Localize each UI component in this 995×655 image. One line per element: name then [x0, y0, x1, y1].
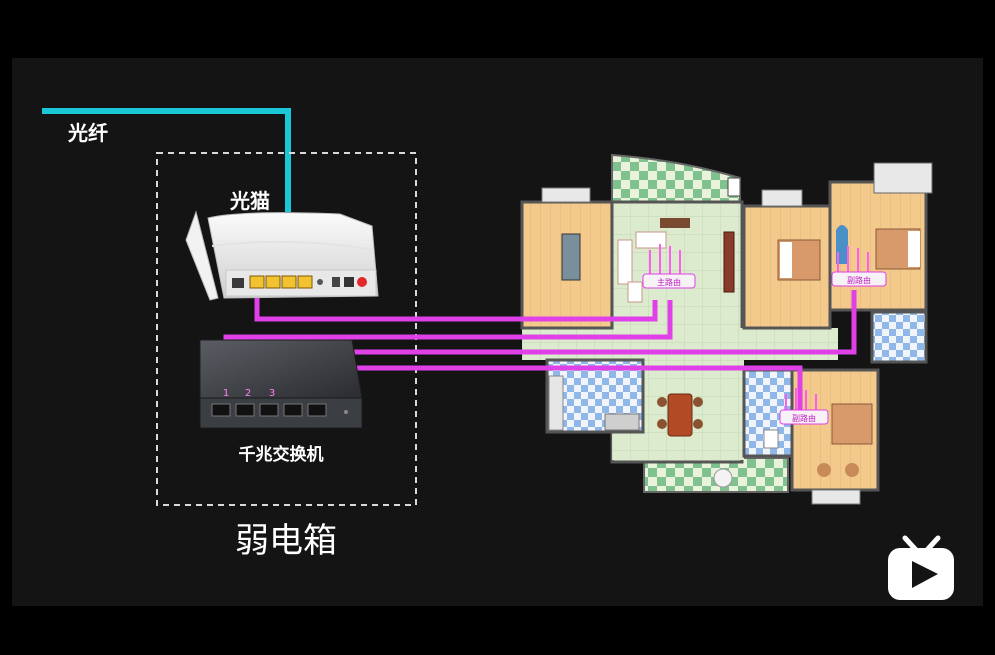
router-icon-sub2	[779, 388, 829, 425]
switch-label: 千兆交换机	[239, 444, 324, 465]
router-icon	[185, 210, 379, 301]
weak-current-box-outline	[156, 152, 417, 506]
router-label-main: 主路由	[657, 277, 681, 287]
router-label-sub2: 副路由	[792, 413, 816, 423]
modem-label: 光猫	[229, 189, 270, 213]
port-number: 1	[223, 388, 229, 399]
weak-current-box-label: 弱电箱	[235, 521, 337, 561]
port-number: 3	[269, 388, 275, 399]
switch-icon	[199, 339, 363, 429]
fiber-label: 光纤	[67, 121, 108, 145]
bilibili-tv-icon	[888, 535, 954, 600]
router-icon-sub1	[831, 246, 887, 287]
router-label-sub1: 副路由	[847, 275, 871, 285]
router-icon-main	[642, 244, 696, 289]
port-number: 2	[245, 388, 251, 399]
fiber-line	[42, 108, 291, 212]
